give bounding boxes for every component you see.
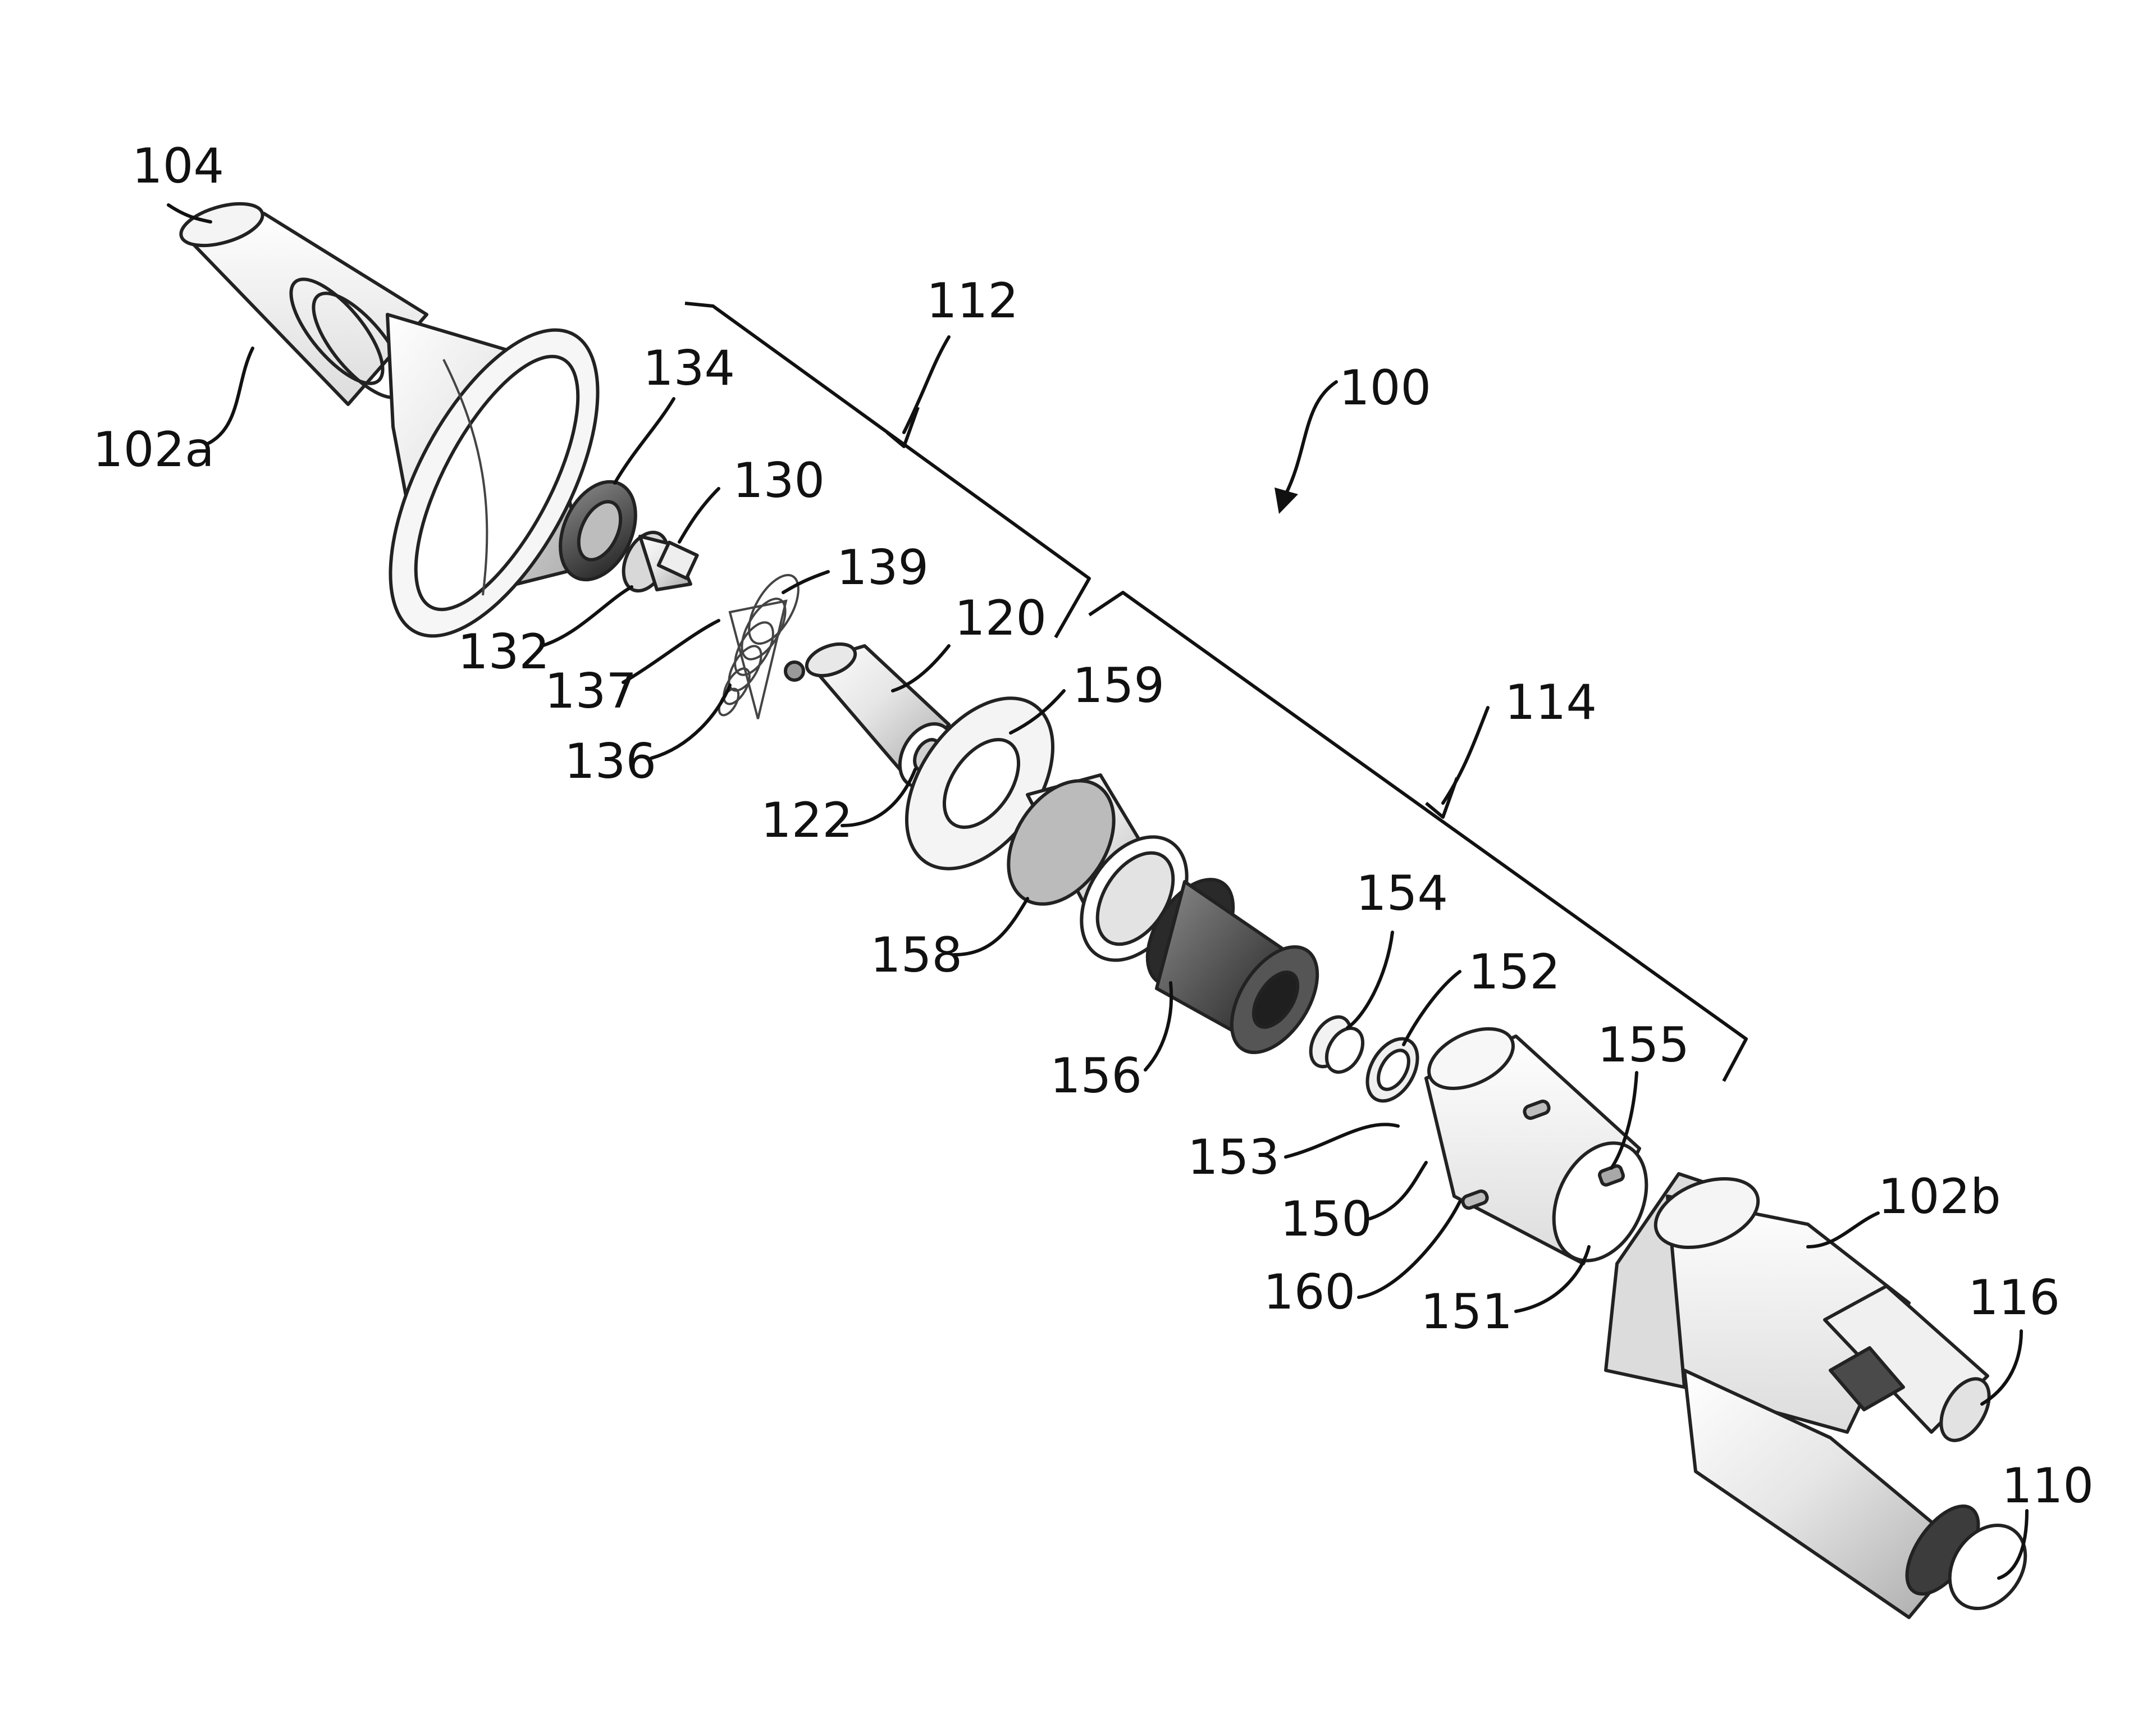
label-100: 100 <box>1339 360 1431 416</box>
label-160: 160 <box>1263 1264 1355 1320</box>
leader-132 <box>540 585 633 648</box>
label-137: 137 <box>545 663 637 719</box>
leader-136 <box>650 683 732 760</box>
arrow-100 <box>1284 380 1338 496</box>
plug-154 <box>1309 1015 1365 1074</box>
leader-134 <box>613 397 675 485</box>
arrow-100-head <box>1275 487 1298 514</box>
label-136: 136 <box>564 733 656 790</box>
label-112: 112 <box>926 273 1018 329</box>
bracket-112-notch <box>886 406 920 448</box>
label-154: 154 <box>1356 865 1448 922</box>
leader-137 <box>622 619 720 684</box>
coil-spool-156 <box>1145 878 1319 1054</box>
seal-ring-134 <box>559 480 637 582</box>
label-122: 122 <box>761 792 853 849</box>
leader-102b <box>1806 1211 1880 1248</box>
leader-110 <box>1997 1509 2029 1580</box>
base-housing-102b <box>1604 1172 2027 1619</box>
leader-104 <box>167 203 212 224</box>
leader-159 <box>1009 689 1066 735</box>
label-116: 116 <box>1968 1270 2060 1326</box>
label-134: 134 <box>643 340 735 396</box>
leader-112 <box>902 335 951 434</box>
leader-156 <box>1144 981 1173 1072</box>
label-159: 159 <box>1072 658 1164 714</box>
leader-116 <box>1980 1329 2023 1406</box>
label-153: 153 <box>1187 1129 1280 1186</box>
leader-102a <box>206 347 254 445</box>
valve-stem-130 <box>622 531 699 592</box>
label-151: 151 <box>1420 1284 1513 1340</box>
label-155: 155 <box>1597 1017 1689 1073</box>
label-152: 152 <box>1468 944 1560 1000</box>
leader-139 <box>782 570 830 594</box>
label-120: 120 <box>954 590 1047 646</box>
leader-120 <box>891 644 951 692</box>
leader-153 <box>1284 1123 1400 1159</box>
label-110: 110 <box>2002 1458 2094 1514</box>
sleeve-158 <box>1007 773 1189 962</box>
conical-spring-136 <box>718 573 800 719</box>
leader-151 <box>1514 1245 1591 1313</box>
leader-155 <box>1610 1071 1638 1170</box>
leader-160 <box>1357 1200 1461 1299</box>
label-158: 158 <box>870 927 962 983</box>
leader-122 <box>841 768 917 827</box>
label-130: 130 <box>733 453 825 509</box>
bracket-114 <box>1088 591 1748 1082</box>
leader-150 <box>1368 1161 1428 1220</box>
label-150: 150 <box>1280 1191 1372 1247</box>
label-104: 104 <box>132 138 224 194</box>
label-102a: 102a <box>93 422 214 478</box>
label-156: 156 <box>1050 1048 1142 1104</box>
label-102b: 102b <box>1878 1169 2001 1225</box>
leader-152 <box>1402 970 1461 1046</box>
label-132: 132 <box>458 624 550 680</box>
label-139: 139 <box>837 540 929 596</box>
leader-114 <box>1441 706 1490 805</box>
label-114: 114 <box>1505 674 1597 731</box>
housing-150 <box>1424 1027 1648 1265</box>
mouthpiece-housing-102a <box>179 202 600 638</box>
o-ring-152 <box>1365 1037 1419 1103</box>
leader-130 <box>678 487 720 544</box>
leader-158 <box>953 897 1029 956</box>
leader-154 <box>1346 931 1394 1029</box>
